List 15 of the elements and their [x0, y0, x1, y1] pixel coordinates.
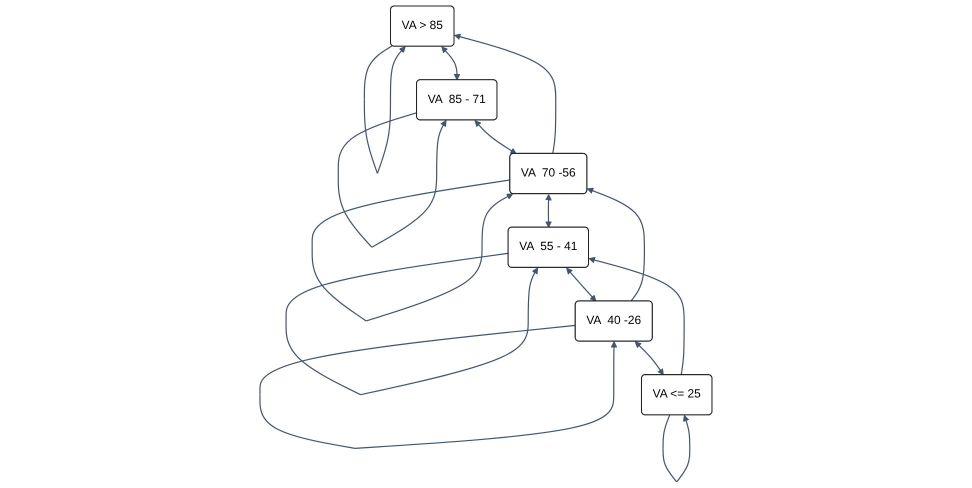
arrow: [545, 194, 552, 228]
arrow: [364, 45, 406, 174]
arrow: [259, 324, 618, 449]
arrow: [312, 179, 514, 322]
flowchart: VA > 85 VA 85 - 71 VA 70 -56 VA 55 - 41 VA 40 -26 VA <= 25: [254, 0, 718, 488]
arrow: [286, 252, 538, 396]
arrow: [454, 34, 556, 154]
arrow: [586, 188, 646, 302]
arrow: [566, 268, 596, 302]
arrow: [441, 46, 460, 80]
arrow: [634, 341, 664, 376]
arrow: [338, 112, 446, 248]
arrow: [662, 414, 690, 482]
arrow: [474, 120, 517, 154]
arrow: [588, 256, 685, 376]
